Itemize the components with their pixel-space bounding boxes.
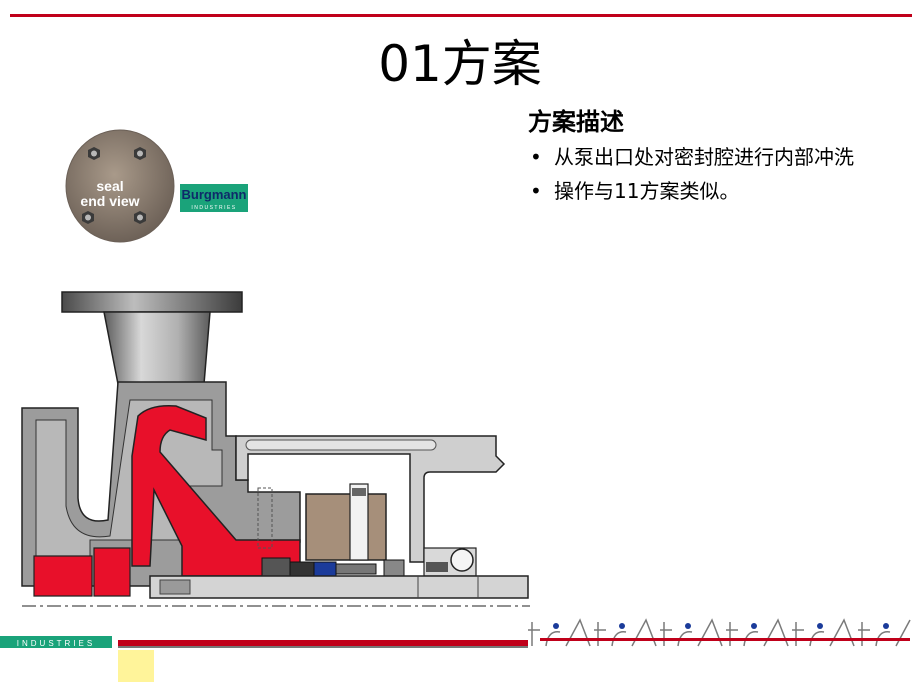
shaft-thread xyxy=(159,579,191,595)
footer-pattern xyxy=(118,640,528,648)
seal-spring xyxy=(289,561,315,577)
flush-port xyxy=(349,483,369,561)
description-item: • 操作与11方案类似。 xyxy=(528,177,898,205)
bullet-icon: • xyxy=(530,145,542,169)
bearing-bracket xyxy=(235,435,506,563)
bolt-icon xyxy=(82,211,94,224)
flush-port-thread xyxy=(352,488,366,496)
bolt-icon xyxy=(134,211,146,224)
seal-end-view-badge: seal end view xyxy=(65,129,175,243)
flush-fluid-region xyxy=(93,547,131,597)
bolt-icon xyxy=(134,147,146,160)
description-list: • 从泵出口处对密封腔进行内部冲洗 • 操作与11方案类似。 xyxy=(528,143,898,205)
bolt-hidden-line xyxy=(257,487,273,549)
seal-sleeve-part xyxy=(335,563,377,575)
seal-gland xyxy=(305,493,387,561)
bearing-seal xyxy=(426,562,448,572)
title-rule xyxy=(10,14,912,17)
discharge-nozzle xyxy=(103,311,211,385)
bearing-ball xyxy=(450,548,474,572)
bolt-icon xyxy=(88,147,100,160)
pump-shaft xyxy=(149,575,529,599)
seal-ring xyxy=(261,557,291,579)
description-item: • 从泵出口处对密封腔进行内部冲洗 xyxy=(528,143,898,171)
seal-badge-line1: seal xyxy=(96,178,123,194)
pump-seal-cross-section xyxy=(21,291,530,607)
description-panel: 方案描述 • 从泵出口处对密封腔进行内部冲洗 • 操作与11方案类似。 xyxy=(528,102,898,211)
slide-title: 01方案 xyxy=(378,35,542,93)
footer-brand-bar xyxy=(0,636,112,648)
footer-pump-icons xyxy=(528,618,911,647)
footer-pump-accents xyxy=(540,623,910,641)
seal-face xyxy=(313,561,337,577)
logo-text: Burgmann xyxy=(182,187,247,202)
logo-subtext: INDUSTRIES xyxy=(191,205,236,211)
highlight-box xyxy=(118,650,154,682)
bullet-icon: • xyxy=(530,179,542,203)
description-heading: 方案描述 xyxy=(528,108,624,136)
description-item-text: 操作与11方案类似。 xyxy=(554,179,740,203)
description-item-text: 从泵出口处对密封腔进行内部冲洗 xyxy=(554,145,854,169)
footer-strip: INDUSTRIES xyxy=(0,618,911,682)
footer-brand-text: INDUSTRIES xyxy=(17,639,95,648)
discharge-flange xyxy=(61,291,243,313)
seal-badge-line2: end view xyxy=(80,193,139,209)
bracket-slot xyxy=(245,439,437,451)
burgmann-logo: Burgmann INDUSTRIES xyxy=(180,184,248,212)
flush-fluid-region xyxy=(33,555,93,597)
